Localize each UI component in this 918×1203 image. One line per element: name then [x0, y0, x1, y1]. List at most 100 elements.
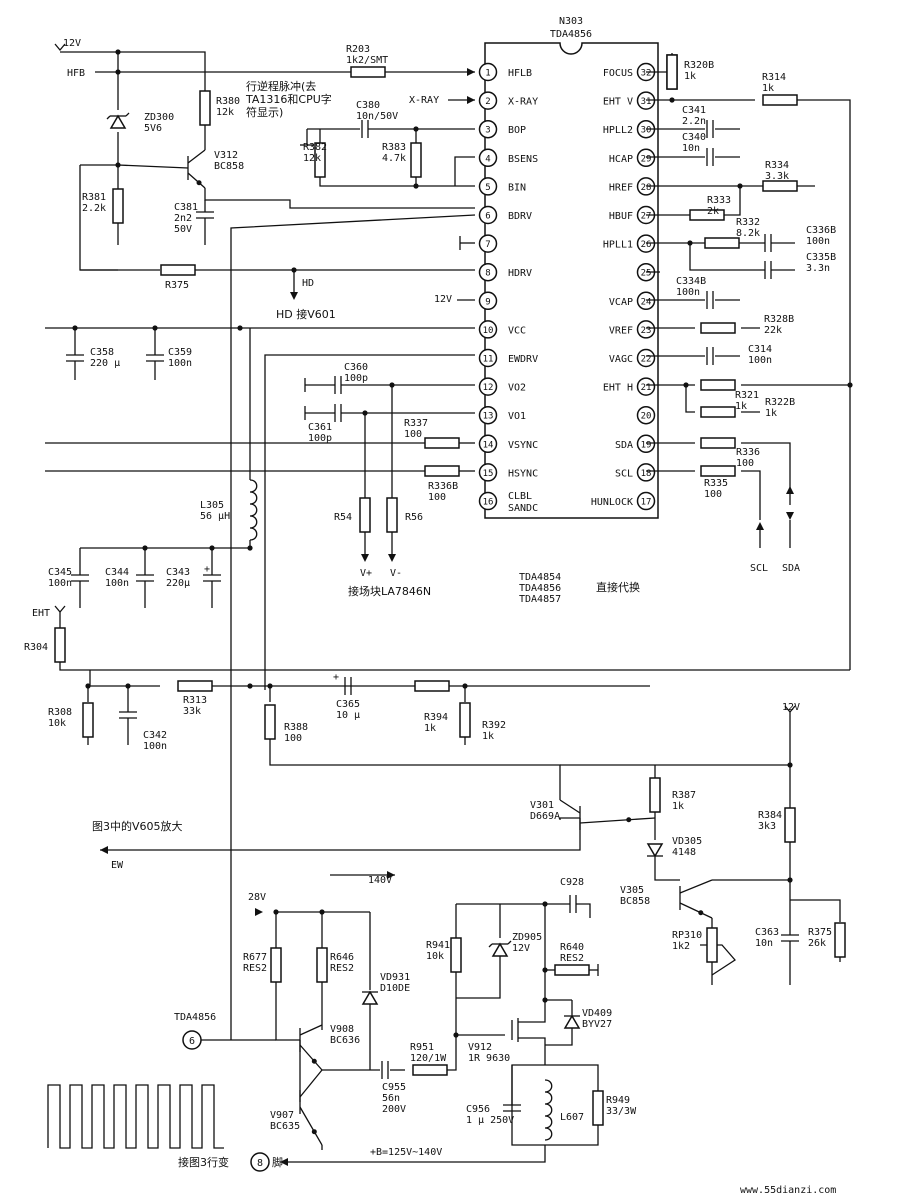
ic-n303 — [478, 42, 659, 519]
capacitor-label: 220μ — [166, 578, 190, 589]
resistor-label: 26k — [808, 938, 826, 949]
transistor-emitter — [299, 1044, 323, 1071]
pin-20 — [636, 405, 656, 425]
net-label: +B=125V~140V — [370, 1147, 442, 1158]
resistor-label: R332 — [736, 217, 760, 228]
pulse-train — [47, 1084, 224, 1149]
resistor-label: 1k — [684, 71, 696, 82]
net-label: V+ — [360, 568, 372, 579]
pin-number: 19 — [641, 440, 652, 450]
arrow-icon — [756, 522, 764, 530]
junction-dot — [542, 901, 548, 907]
pin-19 — [636, 434, 656, 454]
pin-number: 4 — [485, 154, 490, 164]
resistor — [424, 465, 460, 477]
resistor-label: 100 — [704, 489, 722, 500]
resistor-label: RES2 — [243, 963, 267, 974]
resistor — [700, 465, 736, 477]
resistor-label: R314 — [762, 72, 786, 83]
zener-label: ZD905 — [512, 932, 542, 943]
ic-ref: N303 — [559, 16, 583, 27]
arrow-icon — [467, 96, 475, 104]
resistor-label: R381 — [82, 192, 106, 203]
wire — [797, 99, 851, 670]
wiring — [45, 49, 853, 1166]
inductor-label: 56 μH — [200, 511, 230, 522]
capacitor-label: C365 — [336, 699, 360, 710]
capacitor-label: 100n — [143, 741, 167, 752]
wire — [204, 188, 475, 209]
resistor — [762, 94, 798, 106]
transistor-label: 1R 9630 — [468, 1053, 510, 1064]
pin-name: HPLL1 — [603, 240, 633, 251]
resistor-label: R56 — [405, 512, 423, 523]
resistor — [649, 777, 661, 813]
resistor-label: 10k — [426, 951, 444, 962]
resistor-label: R304 — [24, 642, 48, 653]
capacitor-label: 100p — [308, 433, 332, 444]
resistor-label: 12k — [303, 153, 321, 164]
resistor — [689, 209, 725, 221]
node-number: 8 — [257, 1158, 263, 1169]
resistor — [359, 497, 371, 533]
inductor-coil — [544, 1079, 553, 1141]
pnp-arrow-icon — [626, 817, 632, 823]
pin-name: VO1 — [508, 411, 526, 422]
transistor-collector — [679, 879, 713, 894]
node-8 — [250, 1152, 270, 1172]
capacitor-label: 56n — [382, 1093, 400, 1104]
diode — [646, 843, 664, 858]
pin-3 — [478, 119, 498, 139]
pin-24 — [636, 291, 656, 311]
net-label: X-RAY — [409, 95, 439, 106]
resistor-label: R640 — [560, 942, 584, 953]
inductor-label: L305 — [200, 500, 224, 511]
pin-number: 10 — [483, 326, 494, 336]
resistor-label: R333 — [707, 195, 731, 206]
wire — [275, 982, 300, 1041]
wire — [59, 662, 850, 671]
wire — [518, 1000, 546, 1023]
net-label: HFB — [67, 68, 85, 79]
polarity-mark: + — [204, 564, 210, 575]
arrow-icon — [100, 846, 108, 854]
pin-name: VSYNC — [508, 440, 538, 451]
components — [54, 43, 846, 1172]
arrow-icon — [280, 1158, 288, 1166]
resistor-label: R392 — [482, 720, 506, 731]
pin-number: 30 — [641, 126, 652, 136]
node-number: 6 — [189, 1036, 195, 1047]
pin-number: 17 — [641, 498, 652, 508]
net-label: 12V — [63, 38, 81, 49]
pin-name: HDRV — [508, 268, 532, 279]
watermark: www.55dianzi.com — [740, 1185, 836, 1196]
capacitor-label: C358 — [90, 347, 114, 358]
wire — [724, 186, 741, 216]
capacitor-label: C345 — [48, 567, 72, 578]
transistor-collector — [559, 799, 581, 814]
resistor — [350, 66, 386, 78]
capacitor-label: 100n — [48, 578, 72, 589]
inductor-coil — [249, 479, 258, 541]
transistor-label: V912 — [468, 1042, 492, 1053]
supply-arrow-icon — [54, 43, 66, 52]
arrow-icon — [361, 554, 369, 562]
net-label: V- — [390, 568, 402, 579]
pin-name: EWDRV — [508, 354, 538, 365]
supply-arrow-icon — [54, 605, 66, 614]
pin-number: 25 — [641, 269, 652, 279]
resistor-label: 1k — [762, 83, 774, 94]
resistor — [450, 937, 462, 973]
resistor-label: R383 — [382, 142, 406, 153]
wire — [518, 1037, 546, 1065]
wire — [264, 354, 475, 690]
resistor — [459, 702, 471, 738]
pin-number: 11 — [483, 355, 494, 365]
junction-dot — [247, 683, 253, 689]
resistor — [834, 922, 846, 958]
transistor-label: V908 — [330, 1024, 354, 1035]
capacitor-label: C335B — [806, 252, 836, 263]
capacitor-label: C341 — [682, 105, 706, 116]
capacitor-label: 200V — [382, 1104, 406, 1115]
pin-11 — [478, 348, 498, 368]
